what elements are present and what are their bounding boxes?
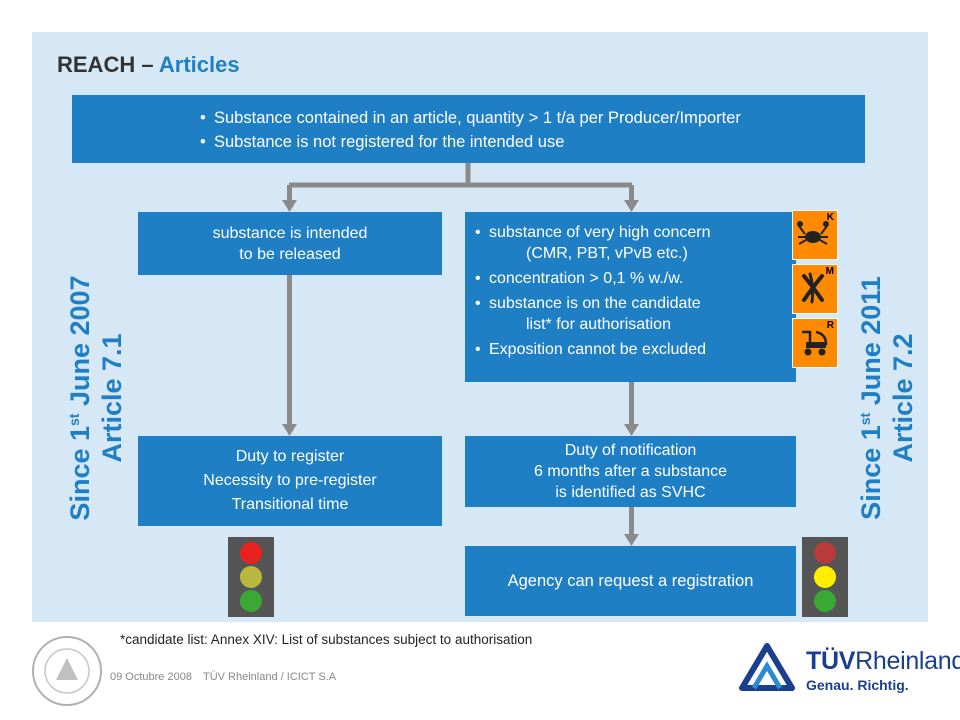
hazard-symbol-r: R bbox=[792, 318, 838, 368]
intended-release-box: substance is intended to be released bbox=[138, 212, 442, 275]
lamp-green bbox=[814, 590, 836, 612]
tuv-seal-logo bbox=[32, 636, 102, 706]
arrow-to-release-head bbox=[282, 200, 297, 212]
footer-date: 09 Octubre 2008 bbox=[110, 671, 192, 683]
tuv-triangle-logo bbox=[739, 643, 795, 691]
brand-tagline: Genau. Richtig. bbox=[806, 677, 909, 693]
since-2007-label: Since 1st June 2007 Article 7.1 bbox=[58, 248, 127, 548]
brand-name: TÜVRheinland® bbox=[806, 647, 960, 675]
agency-request-box: Agency can request a registration bbox=[465, 546, 796, 616]
arrow-to-notify-head bbox=[624, 424, 639, 436]
article-7-1-label: Article 7.1 bbox=[97, 333, 127, 463]
lamp-yellow bbox=[240, 566, 262, 588]
hazard-symbol-k: K bbox=[792, 210, 838, 260]
lamp-red bbox=[240, 542, 262, 564]
condition-bullet: •Substance contained in an article, quan… bbox=[200, 109, 741, 127]
lamp-green bbox=[240, 590, 262, 612]
candidate-list-footnote: *candidate list: Annex XIV: List of subs… bbox=[120, 632, 533, 647]
svhc-bullet: •substance of very high concern(CMR, PBT… bbox=[475, 224, 711, 262]
lamp-yellow bbox=[814, 566, 836, 588]
traffic-light-right bbox=[802, 537, 848, 617]
page-title: REACH – Articles bbox=[57, 52, 240, 78]
duty-register-box: Duty to register Necessity to pre-regist… bbox=[138, 436, 442, 526]
footer-org: TÜV Rheinland / ICICT S.A bbox=[203, 671, 337, 683]
arrow-to-notify-stem bbox=[629, 382, 634, 425]
article-condition-box: •Substance contained in an article, quan… bbox=[72, 95, 865, 163]
arrow-to-svhc-stem bbox=[629, 185, 634, 201]
crab-hazard-icon bbox=[797, 221, 829, 245]
title-prefix: REACH – bbox=[57, 52, 159, 77]
traffic-light-left bbox=[228, 537, 274, 617]
arrow-to-svhc-head bbox=[624, 200, 639, 212]
condition-bullet: •Substance is not registered for the int… bbox=[200, 133, 565, 151]
arrow-to-agency-stem bbox=[629, 507, 634, 535]
since-2011-label: Since 1st June 2011 Article 7.2 bbox=[849, 248, 918, 548]
svhc-bullet: •concentration > 0,1 % w./w. bbox=[475, 270, 684, 287]
svhc-condition-box: •substance of very high concern(CMR, PBT… bbox=[465, 212, 796, 382]
arrow-to-release-stem bbox=[287, 185, 292, 201]
chromosome-hazard-icon bbox=[802, 272, 824, 304]
lamp-red bbox=[814, 542, 836, 564]
arrow-to-agency-head bbox=[624, 534, 639, 546]
hazard-symbol-m: M bbox=[792, 264, 838, 314]
arrow-to-register-head bbox=[282, 424, 297, 436]
duty-notification-box: Duty of notification 6 months after a su… bbox=[465, 436, 796, 507]
svhc-bullet: •Exposition cannot be excluded bbox=[475, 341, 707, 358]
stroller-hazard-icon bbox=[802, 330, 828, 356]
arrow-to-register-stem bbox=[287, 275, 292, 425]
article-7-2-label: Article 7.2 bbox=[888, 333, 918, 463]
title-accent: Articles bbox=[158, 52, 240, 77]
